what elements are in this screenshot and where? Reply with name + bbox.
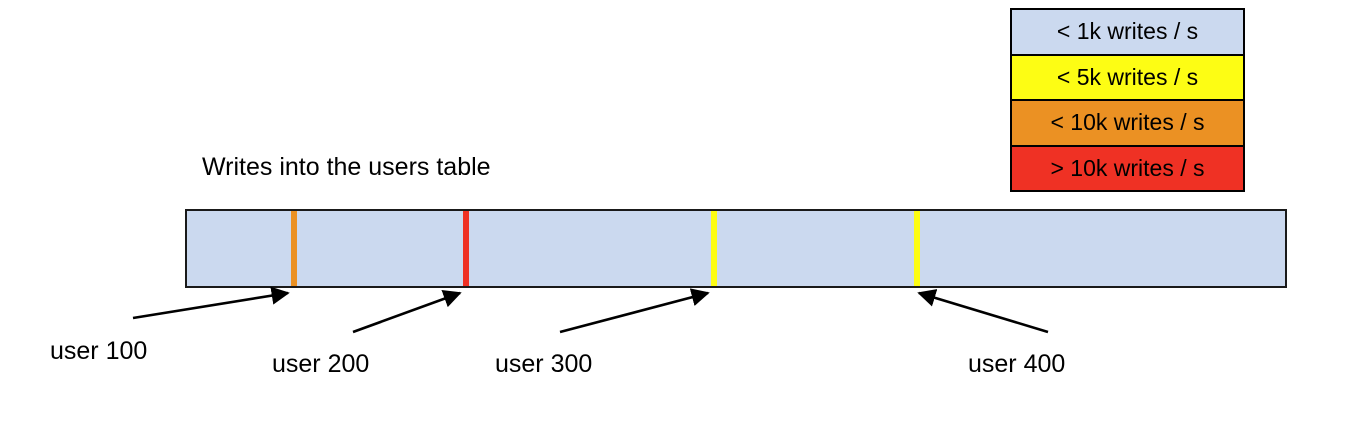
legend-label-under-1k: < 1k writes / s: [1056, 18, 1199, 45]
users-table-bar: [185, 209, 1287, 288]
legend-row-over-10k: > 10k writes / s: [1012, 146, 1243, 190]
label-user-100: user 100: [50, 337, 148, 365]
label-user-200: user 200: [272, 350, 370, 378]
bar-title: Writes into the users table: [202, 153, 491, 181]
legend-row-under-5k: < 5k writes / s: [1012, 55, 1243, 101]
arrow-user-300: [559, 288, 710, 334]
arrow-user-100: [132, 286, 290, 320]
marker-user-400: [914, 211, 920, 286]
label-user-300: user 300: [495, 350, 593, 378]
legend-label-under-10k: < 10k writes / s: [1050, 109, 1205, 136]
marker-user-300: [711, 211, 717, 286]
arrow-user-200: [352, 290, 462, 334]
writes-per-second-legend: < 1k writes / s < 5k writes / s < 10k wr…: [1010, 8, 1245, 192]
legend-row-under-1k: < 1k writes / s: [1012, 10, 1243, 56]
legend-label-under-5k: < 5k writes / s: [1056, 63, 1199, 90]
label-user-400: user 400: [968, 350, 1066, 378]
marker-user-200: [463, 211, 469, 286]
arrow-user-400: [917, 289, 1049, 334]
marker-user-100: [291, 211, 297, 286]
legend-row-under-10k: < 10k writes / s: [1012, 101, 1243, 147]
legend-label-over-10k: > 10k writes / s: [1050, 154, 1205, 181]
